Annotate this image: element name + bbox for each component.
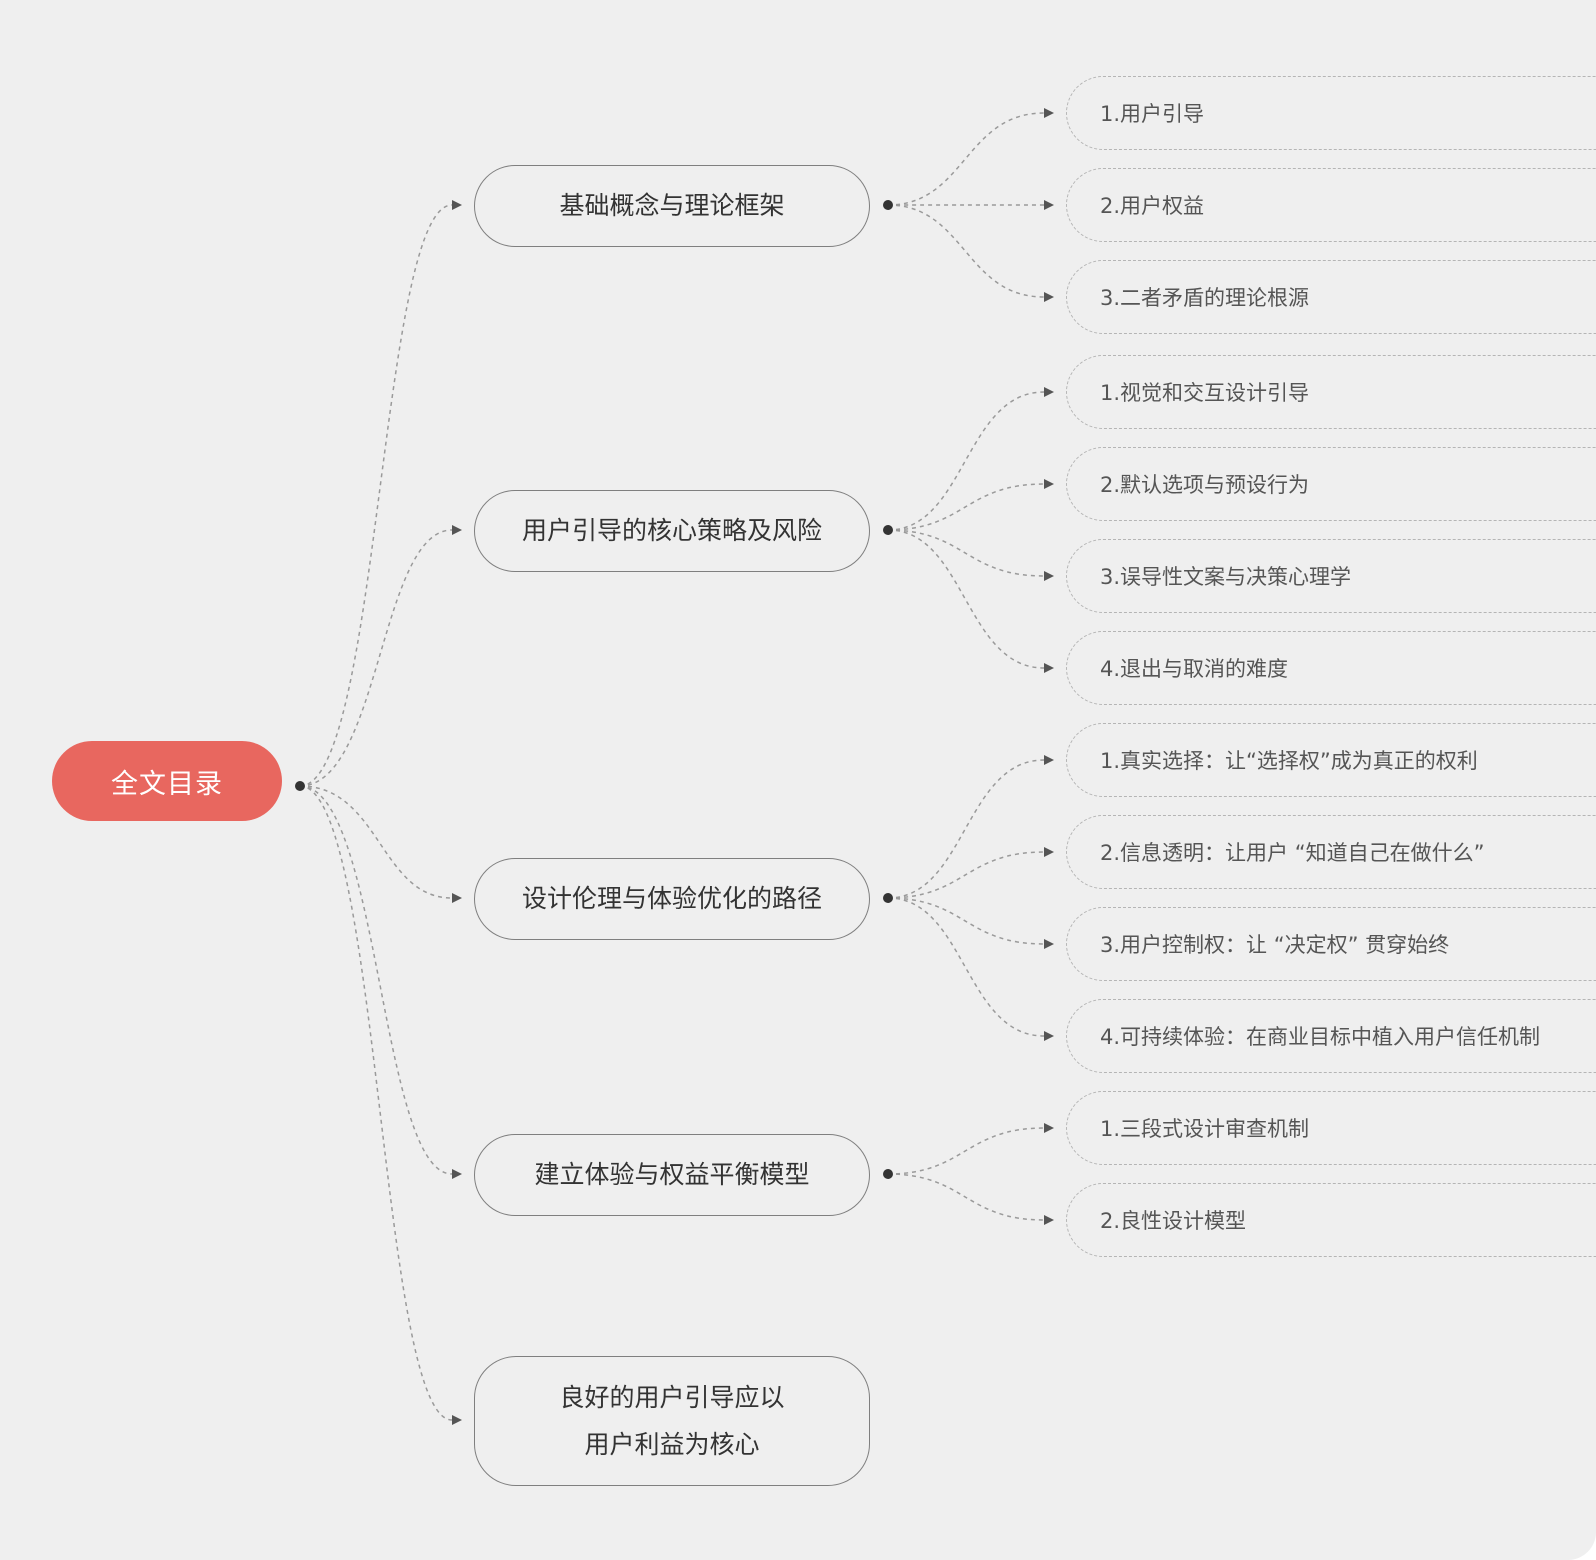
leaf-node[interactable]: 4.可持续体验：在商业目标中植入用户信任机制 — [1066, 999, 1596, 1073]
arrow-branch-2-icon — [452, 525, 462, 535]
leaf-node-label: 1.真实选择：让“选择权”成为真正的权利 — [1100, 749, 1478, 773]
leaf-node[interactable]: 2.信息透明：让用户 “知道自己在做什么” — [1066, 815, 1596, 889]
leaf-node[interactable]: 2.默认选项与预设行为 — [1066, 447, 1596, 521]
leaf-node-label: 3.用户控制权：让 “决定权” 贯穿始终 — [1100, 933, 1450, 957]
leaf-node[interactable]: 1.用户引导 — [1066, 76, 1596, 150]
connector-root-branch-4 — [299, 785, 453, 1175]
branch-4-anchor-dot — [883, 1169, 893, 1179]
branch-node-label: 设计伦理与体验优化的路径 — [521, 884, 822, 914]
leaf-node-label: 2.用户权益 — [1100, 194, 1205, 218]
arrow-branch-4-icon — [452, 1169, 462, 1179]
branch-node-label-line-2: 用户利益为核心 — [584, 1430, 760, 1459]
leaf-node-label: 2.默认选项与预设行为 — [1100, 473, 1310, 497]
branch-node-core-strategies[interactable]: 用户引导的核心策略及风险 — [474, 490, 870, 572]
connector-root-branch-5 — [299, 785, 453, 1421]
leaf-node-label: 4.退出与取消的难度 — [1100, 657, 1289, 681]
arrow-branch-1-icon — [452, 200, 462, 210]
leaf-node[interactable]: 1.真实选择：让“选择权”成为真正的权利 — [1066, 723, 1596, 797]
leaf-node-label: 1.视觉和交互设计引导 — [1100, 381, 1310, 405]
branch-node-balance-model[interactable]: 建立体验与权益平衡模型 — [474, 1134, 870, 1216]
root-node[interactable]: 全文目录 — [52, 741, 282, 821]
root-anchor-dot — [295, 781, 305, 791]
leaf-node[interactable]: 3.用户控制权：让 “决定权” 贯穿始终 — [1066, 907, 1596, 981]
arrow-branch-3-icon — [452, 893, 462, 903]
connector-root-branch-3 — [299, 785, 453, 899]
arrow-branch-5-icon — [452, 1415, 462, 1425]
leaf-node[interactable]: 2.用户权益 — [1066, 168, 1596, 242]
leaf-node[interactable]: 2.良性设计模型 — [1066, 1183, 1596, 1257]
leaf-node-label: 3.二者矛盾的理论根源 — [1100, 286, 1310, 310]
leaf-node-label: 2.信息透明：让用户 “知道自己在做什么” — [1100, 841, 1485, 865]
branch-node-label: 建立体验与权益平衡模型 — [534, 1160, 810, 1190]
leaf-node-label: 2.良性设计模型 — [1100, 1209, 1247, 1233]
branch-node-conclusion[interactable]: 良好的用户引导应以 用户利益为核心 — [474, 1356, 870, 1486]
branch-node-label: 用户引导的核心策略及风险 — [521, 516, 822, 546]
branch-node-label-line-1: 良好的用户引导应以 — [559, 1382, 785, 1412]
branch-3-anchor-dot — [883, 893, 893, 903]
branch-1-anchor-dot — [883, 200, 893, 210]
connector-root-branch-1 — [299, 204, 453, 787]
leaf-node[interactable]: 1.三段式设计审查机制 — [1066, 1091, 1596, 1165]
leaf-node[interactable]: 3.误导性文案与决策心理学 — [1066, 539, 1596, 613]
leaf-node[interactable]: 4.退出与取消的难度 — [1066, 631, 1596, 705]
branch-node-foundations[interactable]: 基础概念与理论框架 — [474, 165, 870, 247]
connector-root-branch-2 — [299, 529, 453, 787]
branch-2-anchor-dot — [883, 525, 893, 535]
leaf-node-label: 3.误导性文案与决策心理学 — [1100, 565, 1352, 589]
leaf-node[interactable]: 1.视觉和交互设计引导 — [1066, 355, 1596, 429]
leaf-node-label: 1.三段式设计审查机制 — [1100, 1117, 1310, 1141]
branch-node-label: 基础概念与理论框架 — [559, 191, 785, 221]
leaf-node-label: 4.可持续体验：在商业目标中植入用户信任机制 — [1100, 1025, 1541, 1049]
root-node-label: 全文目录 — [111, 768, 223, 800]
leaf-node[interactable]: 3.二者矛盾的理论根源 — [1066, 260, 1596, 334]
branch-node-design-ethics[interactable]: 设计伦理与体验优化的路径 — [474, 858, 870, 940]
leaf-node-label: 1.用户引导 — [1100, 102, 1205, 126]
